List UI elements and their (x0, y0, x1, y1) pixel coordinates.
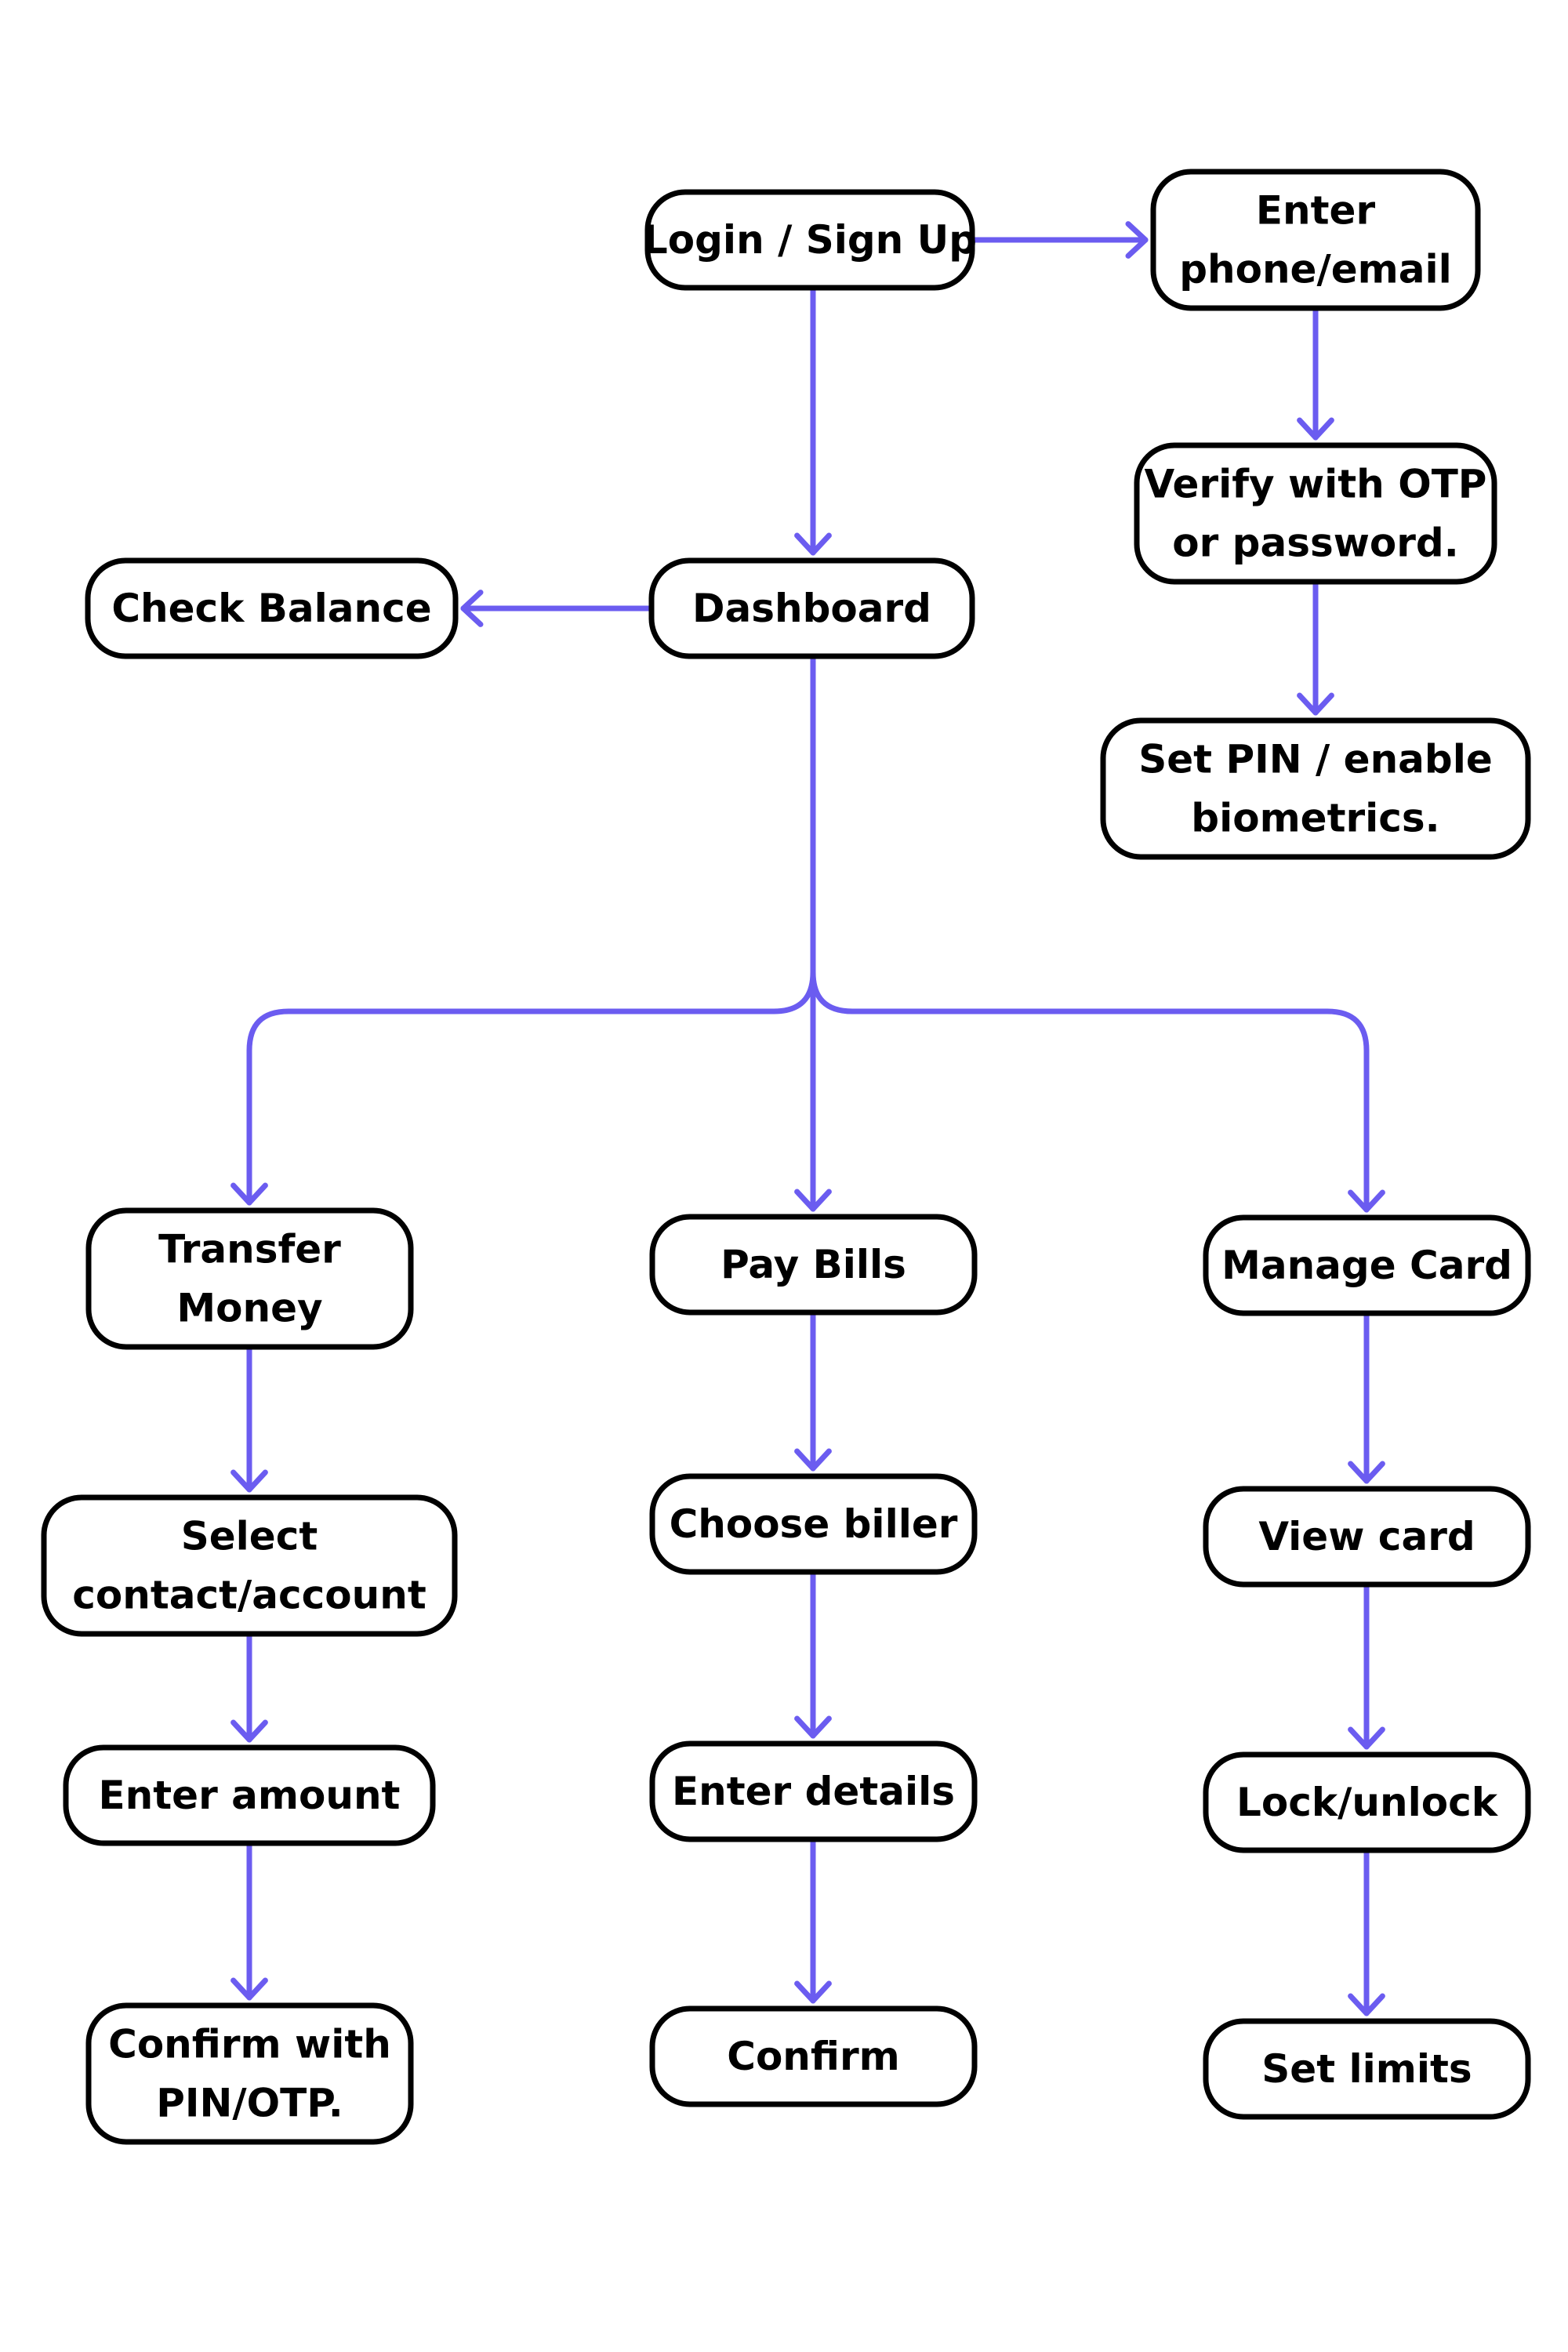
arrowhead-icon (1348, 1461, 1385, 1484)
edge-view-card-to-lock-unlock (1348, 1581, 1385, 1750)
node-box (85, 2002, 414, 2145)
edge-lock-unlock-to-set-limits (1348, 1847, 1385, 2016)
arrowhead-icon (460, 590, 484, 627)
node-box (649, 1740, 978, 1842)
node-box (649, 1473, 978, 1575)
node-label-line: Dashboard (692, 586, 931, 631)
node-label-line: Manage Card (1221, 1243, 1512, 1288)
node-box (1203, 1214, 1531, 1316)
edge-pay-bills-to-choose-biller (794, 1309, 832, 1472)
arrowhead-icon (794, 1980, 832, 2004)
node-view-card: View card (1203, 1486, 1531, 1588)
node-box (644, 189, 975, 291)
node-label-line: Money (176, 1286, 322, 1331)
edge-transfer-to-select-contact (230, 1344, 268, 1493)
node-box (1203, 1751, 1531, 1853)
node-label-line: Check Balance (111, 586, 431, 631)
connector-layer (230, 221, 1385, 2016)
node-confirm: Confirm (649, 2005, 978, 2107)
node-check-balance: Check Balance (85, 557, 459, 659)
edge-enter-details-to-confirm (794, 1836, 832, 2004)
arrowhead-icon (1297, 417, 1334, 441)
node-label-line: phone/email (1179, 247, 1452, 292)
arrowhead-icon (230, 1182, 268, 1206)
node-label-line: Verify with OTP (1145, 462, 1487, 507)
node-box (1100, 717, 1531, 860)
node-lock-unlock: Lock/unlock (1203, 1751, 1531, 1853)
edge-dashboard-to-pay-bills (794, 653, 832, 1212)
arrowhead-icon (230, 1977, 268, 2001)
node-box (1203, 1486, 1531, 1588)
edge-login-to-dashboard (794, 285, 832, 556)
arrowhead-icon (1348, 1993, 1385, 2016)
edge-select-contact-to-enter-amount (230, 1631, 268, 1743)
node-label-line: Confirm with (108, 2022, 391, 2067)
node-label-line: contact/account (72, 1573, 426, 1618)
edge-enter-amount-to-confirm-pin (230, 1840, 268, 2001)
node-login: Login / Sign Up (643, 189, 977, 291)
node-verify: Verify with OTP or password. (1134, 442, 1497, 585)
node-box (649, 1214, 978, 1316)
node-label-line: or password. (1172, 521, 1458, 566)
node-label-line: Set PIN / enable (1138, 737, 1493, 782)
node-box (1150, 169, 1481, 311)
node-label-line: Confirm (727, 2034, 899, 2079)
node-label-line: PIN/OTP. (156, 2081, 343, 2126)
node-label-line: Transfer (158, 1227, 341, 1272)
node-manage-card: Manage Card (1203, 1214, 1531, 1316)
edge-dashboard-to-check-balance (460, 590, 655, 627)
node-set-limits: Set limits (1203, 2018, 1531, 2120)
arrowhead-icon (1348, 1189, 1385, 1213)
node-label-line: Lock/unlock (1236, 1780, 1499, 1825)
node-box (41, 1494, 458, 1637)
node-box (85, 1207, 414, 1350)
node-set-pin: Set PIN / enable biometrics. (1100, 717, 1531, 860)
node-label-line: Select (181, 1514, 318, 1559)
edge-dashboard-to-transfer (230, 969, 816, 1206)
edge-dashboard-to-manage-card (810, 969, 1385, 1213)
node-select-contact: Select contact/account (41, 1494, 458, 1637)
node-box (648, 557, 975, 659)
edge-login-to-enter-contact (969, 221, 1149, 259)
node-label-line: Pay Bills (720, 1242, 906, 1287)
arrowhead-icon (1348, 1726, 1385, 1750)
node-box (63, 1744, 436, 1846)
edge-verify-to-set-pin (1297, 579, 1334, 716)
edge-manage-card-to-view-card (1348, 1310, 1385, 1484)
node-choose-biller: Choose biller (649, 1473, 978, 1575)
node-label-line: Login / Sign Up (643, 217, 977, 263)
node-label-line: biometrics. (1191, 796, 1439, 841)
node-label-line: Choose biller (670, 1501, 958, 1547)
node-label-line: Set limits (1261, 2046, 1472, 2092)
node-enter-contact: Enter phone/email (1150, 169, 1481, 311)
arrowhead-icon (794, 1448, 832, 1472)
node-label-line: Enter amount (99, 1773, 401, 1818)
arrowhead-icon (1297, 692, 1334, 716)
node-label-line: Enter (1256, 188, 1376, 234)
arrowhead-icon (1125, 221, 1149, 259)
arrowhead-icon (230, 1469, 268, 1493)
node-enter-amount: Enter amount (63, 1744, 436, 1846)
edge-choose-biller-to-enter-details (794, 1569, 832, 1739)
arrowhead-icon (794, 1189, 832, 1212)
node-label-line: Enter details (672, 1769, 955, 1814)
arrowhead-icon (794, 532, 832, 556)
arrowhead-icon (794, 1715, 832, 1739)
edge-enter-contact-to-verify (1297, 305, 1334, 441)
arrowhead-icon (230, 1719, 268, 1743)
connector-line (246, 969, 816, 1206)
node-box (1134, 442, 1497, 585)
node-dashboard: Dashboard (648, 557, 975, 659)
node-label-line: View card (1258, 1514, 1475, 1559)
node-box (649, 2005, 978, 2107)
node-enter-details: Enter details (649, 1740, 978, 1842)
node-box (1203, 2018, 1531, 2120)
node-box (85, 557, 459, 659)
connector-line (810, 969, 1370, 1213)
node-pay-bills: Pay Bills (649, 1214, 978, 1316)
